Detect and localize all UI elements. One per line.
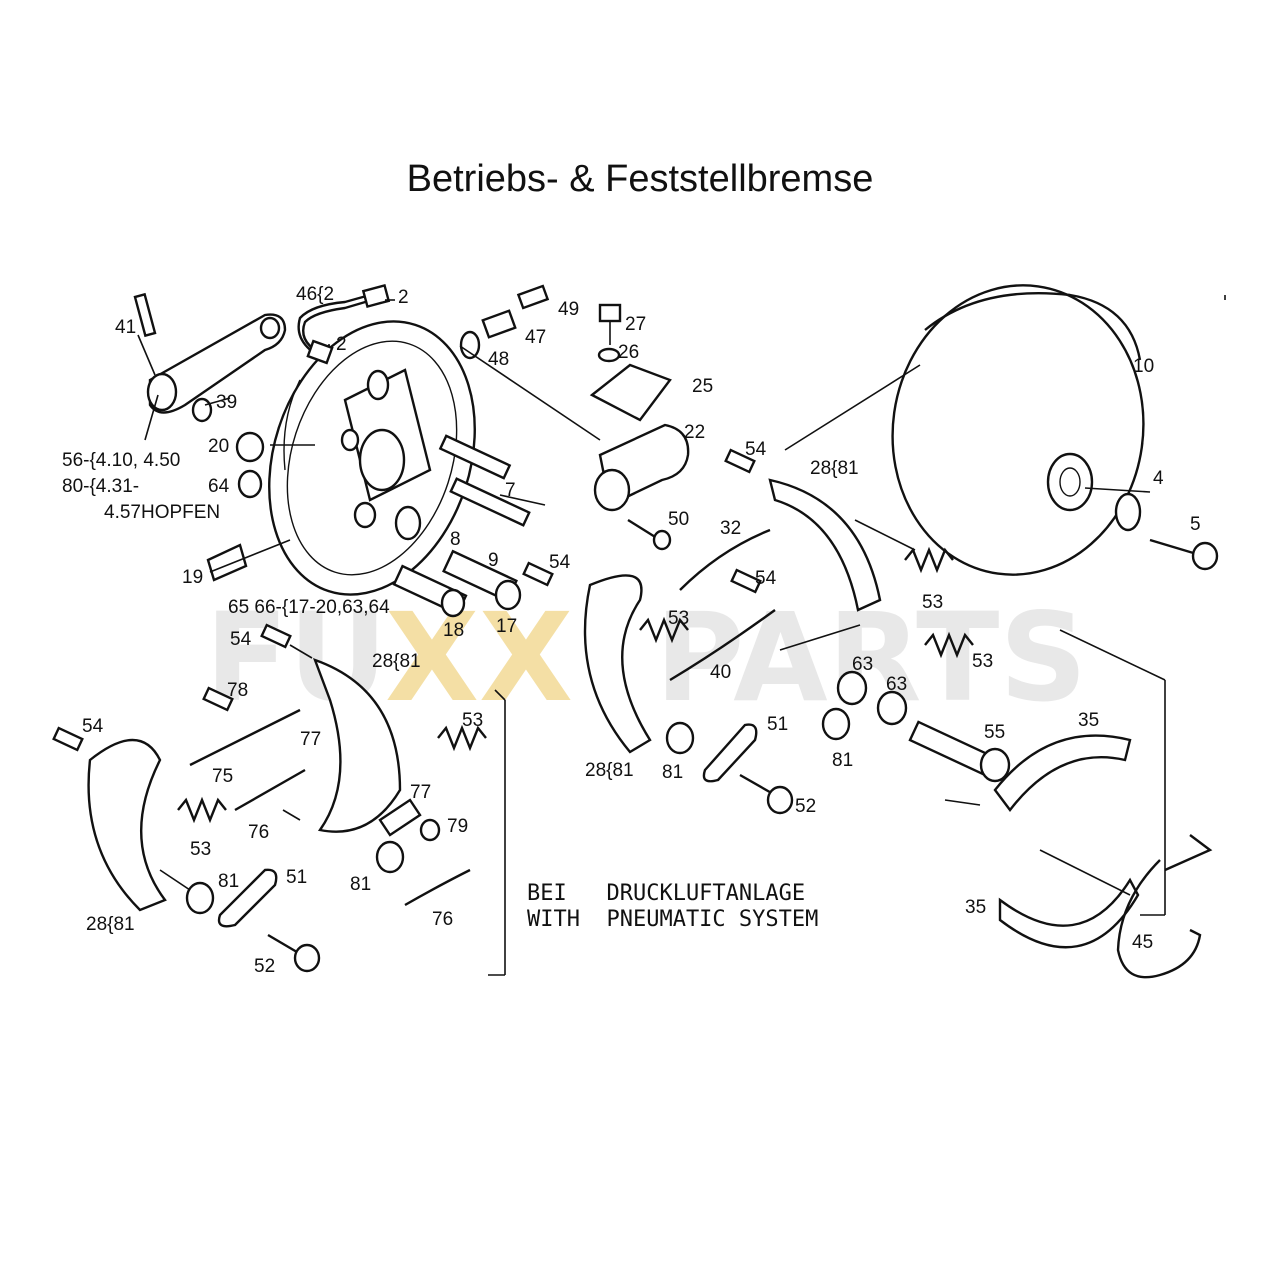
brake-drum-10 xyxy=(891,284,1219,576)
callout-77a: 77 xyxy=(300,729,321,750)
callout-9: 9 xyxy=(488,550,499,571)
callout-51a: 51 xyxy=(767,714,788,735)
callout-28b: 28{81 xyxy=(372,651,421,672)
callout-41: 41 xyxy=(115,317,136,338)
callout-5: 5 xyxy=(1190,514,1201,535)
callout-28a: 28{81 xyxy=(810,458,859,479)
callout-2b: 2 xyxy=(336,334,347,355)
callout-55: 55 xyxy=(984,722,1005,743)
callout-78: 78 xyxy=(227,680,248,701)
springs xyxy=(177,528,974,907)
note-line-2: WITH PNEUMATIC SYSTEM xyxy=(527,907,818,932)
callout-54a: 54 xyxy=(745,439,767,460)
watermark-middle: XX xyxy=(385,587,573,729)
callout-64: 64 xyxy=(208,476,230,497)
callout-22: 22 xyxy=(684,422,705,443)
callout-32: 32 xyxy=(720,518,741,539)
callout-80-cont: 4.57HOPFEN xyxy=(104,502,220,523)
callout-80: 80-{4.31- xyxy=(62,476,139,497)
callout-79: 79 xyxy=(447,816,468,837)
callout-48: 48 xyxy=(488,349,509,370)
callout-53a: 53 xyxy=(922,592,943,613)
callout-35a: 35 xyxy=(1078,710,1099,731)
leader-lines xyxy=(137,295,1226,976)
callout-53e: 53 xyxy=(190,839,211,860)
callout-54b: 54 xyxy=(549,552,571,573)
callout-75: 75 xyxy=(212,766,233,787)
pneumatic-note: BEI DRUCKLUFTANLAGE WITH PNEUMATIC SYSTE… xyxy=(527,881,818,932)
fittings-47-49 xyxy=(459,284,550,360)
callout-56: 56-{4.10, 4.50 xyxy=(62,450,180,471)
callout-35b: 35 xyxy=(965,897,986,918)
callout-8: 8 xyxy=(450,529,461,550)
callout-53b: 53 xyxy=(668,608,689,629)
callout-76b: 76 xyxy=(432,909,453,930)
plates-and-bolts xyxy=(217,723,794,973)
callout-25: 25 xyxy=(692,376,713,397)
brake-pipe-46 xyxy=(297,283,391,365)
callout-81c: 81 xyxy=(350,874,371,895)
lever-41 xyxy=(133,292,287,499)
callout-52a: 52 xyxy=(795,796,816,817)
callout-76a: 76 xyxy=(248,822,269,843)
callout-10: 10 xyxy=(1133,356,1154,377)
watermark-right: PARTS xyxy=(655,587,1087,729)
spring-clip-45 xyxy=(1116,834,1213,979)
callout-63b: 63 xyxy=(886,674,907,695)
cam-shaft-55 xyxy=(185,670,1011,915)
watermark: FU XX PARTS xyxy=(205,587,1087,729)
brake-shoes xyxy=(87,478,1140,949)
wheel-cylinder-22 xyxy=(589,303,690,551)
callout-81d: 81 xyxy=(218,871,239,892)
callout-54c: 54 xyxy=(755,568,777,589)
callout-47: 47 xyxy=(525,327,546,348)
callout-26: 26 xyxy=(618,342,639,363)
callout-65-66: 65 66-{17-20,63,64 xyxy=(228,597,390,618)
callout-28d: 28{81 xyxy=(86,914,135,935)
callout-40: 40 xyxy=(710,662,731,683)
callout-50: 50 xyxy=(668,509,689,530)
callout-51b: 51 xyxy=(286,867,307,888)
callout-54d: 54 xyxy=(230,629,252,650)
callout-labels: 41 46{2 2 2 49 47 48 27 26 25 22 10 39 2… xyxy=(62,284,1201,977)
backing-plate xyxy=(268,320,476,596)
callout-4: 4 xyxy=(1153,468,1164,489)
note-line-1: BEI DRUCKLUFTANLAGE xyxy=(527,881,805,906)
callout-53c: 53 xyxy=(972,651,993,672)
callout-54e: 54 xyxy=(82,716,104,737)
page-title: Betriebs- & Feststellbremse xyxy=(406,158,874,200)
callout-20: 20 xyxy=(208,436,229,457)
pins-group xyxy=(392,434,531,618)
callout-7: 7 xyxy=(505,480,516,501)
callout-63a: 63 xyxy=(852,654,873,675)
callout-39: 39 xyxy=(216,392,237,413)
callout-28c: 28{81 xyxy=(585,760,634,781)
callout-77b: 77 xyxy=(410,782,431,803)
callout-53d: 53 xyxy=(462,710,483,731)
callout-45: 45 xyxy=(1132,932,1153,953)
callout-18: 18 xyxy=(443,620,464,641)
callout-2a: 2 xyxy=(398,287,409,308)
callout-81b: 81 xyxy=(662,762,683,783)
callout-17: 17 xyxy=(496,616,517,637)
small-pins xyxy=(52,448,762,752)
callout-19: 19 xyxy=(182,567,203,588)
callout-46: 46{2 xyxy=(296,284,334,305)
callout-52b: 52 xyxy=(254,956,275,977)
callout-49: 49 xyxy=(558,299,579,320)
callout-27: 27 xyxy=(625,314,646,335)
callout-81a: 81 xyxy=(832,750,853,771)
